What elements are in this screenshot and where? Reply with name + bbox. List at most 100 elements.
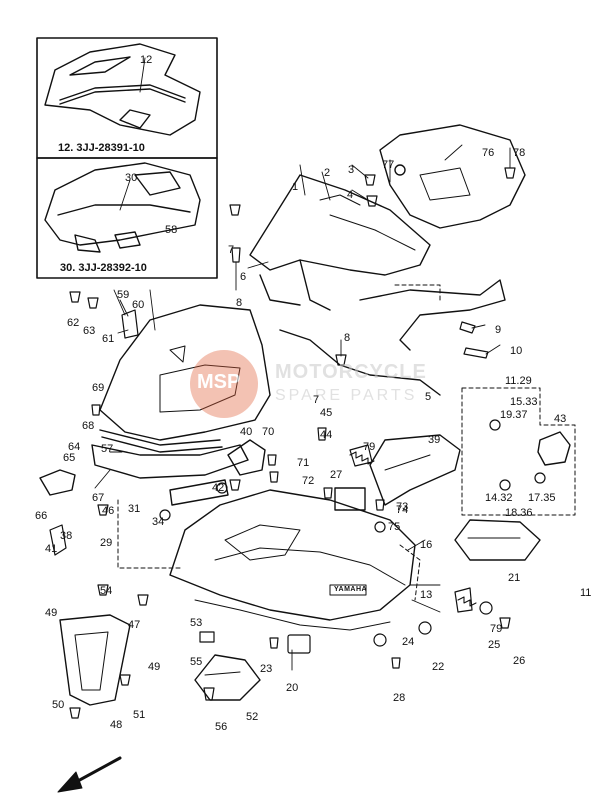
meter-cover xyxy=(379,124,526,229)
part-label-43: 43 xyxy=(554,413,567,425)
upper-cowling xyxy=(169,489,416,631)
part-label-53: 53 xyxy=(190,617,203,629)
part-label-6: 6 xyxy=(240,271,247,283)
part-label-42: 42 xyxy=(212,482,225,494)
part-label-70: 70 xyxy=(262,426,275,438)
part-label-72: 72 xyxy=(302,475,315,487)
part-label-11.29: 11.29 xyxy=(505,375,532,387)
part-label-29: 29 xyxy=(100,537,113,549)
screws xyxy=(69,167,516,719)
side-cowling xyxy=(59,614,131,706)
part-label-69: 69 xyxy=(92,382,105,394)
part-label-64: 64 xyxy=(68,441,81,453)
watermark-logo xyxy=(190,350,258,418)
part-label-52: 52 xyxy=(246,711,259,723)
part-label-78: 78 xyxy=(513,147,526,159)
inset-bottom-caption: 30. 3JJ-28392-10 xyxy=(60,262,147,274)
cowling-badge: YAMAHA xyxy=(334,586,368,593)
part-label-62: 62 xyxy=(67,317,80,329)
watermark-logo-text: MSP xyxy=(197,371,241,393)
part-label-59: 59 xyxy=(117,289,130,301)
part-label-57: 57 xyxy=(101,443,114,455)
part-label-65: 65 xyxy=(63,452,76,464)
part-label-56: 56 xyxy=(215,721,228,733)
part-label-23: 23 xyxy=(260,663,273,675)
part-label-51: 51 xyxy=(133,709,146,721)
part-label-34: 34 xyxy=(152,516,165,528)
dashed-detail xyxy=(117,284,576,601)
part-label-76: 76 xyxy=(482,147,495,159)
part-label-24: 24 xyxy=(402,636,415,648)
part-label-66: 66 xyxy=(35,510,48,522)
part-label-13: 13 xyxy=(420,589,433,601)
part-label-73: 73 xyxy=(396,501,409,513)
springs xyxy=(349,451,477,607)
small-parts xyxy=(49,309,546,654)
part-label-50: 50 xyxy=(52,699,65,711)
part-label-45: 45 xyxy=(320,407,333,419)
watermark: MSP MOTORCYCLE SPARE PARTS xyxy=(175,345,475,425)
part-label-25: 25 xyxy=(488,639,501,651)
reflector xyxy=(334,487,366,511)
part-label-7: 7 xyxy=(228,244,235,256)
part-label-71: 71 xyxy=(297,457,310,469)
part-label-55: 55 xyxy=(190,656,203,668)
inset-bottom xyxy=(36,157,218,279)
part-label-7: 7 xyxy=(313,394,320,406)
part-label-15.33: 15.33 xyxy=(510,396,538,408)
part-label-10: 10 xyxy=(510,345,523,357)
part-label-60: 60 xyxy=(132,299,145,311)
part-label-74: 74 xyxy=(396,504,409,516)
part-label-40: 40 xyxy=(240,426,253,438)
part-label-49: 49 xyxy=(45,607,58,619)
part-label-39: 39 xyxy=(428,434,441,446)
part-label-31: 31 xyxy=(128,503,141,515)
part-label-46: 46 xyxy=(102,505,115,517)
part-label-8: 8 xyxy=(344,332,351,344)
headlight-bracket xyxy=(249,174,506,396)
part-label-8: 8 xyxy=(236,297,243,309)
front-arrow xyxy=(57,756,122,793)
part-label-38: 38 xyxy=(60,530,73,542)
part-label-47: 47 xyxy=(128,619,141,631)
inset-top xyxy=(36,37,218,159)
part-label-3: 3 xyxy=(348,164,355,176)
part-label-75: 75 xyxy=(388,521,401,533)
windshield xyxy=(99,304,271,441)
inset-top-caption: 12. 3JJ-28391-10 xyxy=(58,142,145,154)
mirror-stay xyxy=(227,439,266,476)
part-label-26: 26 xyxy=(513,655,526,667)
part-label-9: 9 xyxy=(495,324,502,336)
part-label-68: 68 xyxy=(82,420,95,432)
part-label-4: 4 xyxy=(347,189,354,201)
part-label-41: 41 xyxy=(45,543,58,555)
part-label-18.36: 18.36 xyxy=(505,507,533,519)
screen-trim xyxy=(91,429,249,506)
part-label-28: 28 xyxy=(393,692,406,704)
part-label-58: 58 xyxy=(165,224,178,236)
watermark-line1: MOTORCYCLE xyxy=(275,361,427,383)
part-label-14.32: 14.32 xyxy=(485,492,513,504)
part-label-22: 22 xyxy=(432,661,445,673)
part-label-19.37: 19.37 xyxy=(500,409,528,421)
part-label-77: 77 xyxy=(382,159,395,171)
part-label-5: 5 xyxy=(425,391,432,403)
leader-lines xyxy=(94,57,511,671)
part-label-30: 30 xyxy=(125,172,138,184)
part-label-17.35: 17.35 xyxy=(528,492,556,504)
part-label-63: 63 xyxy=(83,325,96,337)
part-label-67: 67 xyxy=(92,492,105,504)
part-label-48: 48 xyxy=(110,719,123,731)
part-label-49: 49 xyxy=(148,661,161,673)
part-label-27: 27 xyxy=(330,469,343,481)
part-label-44: 44 xyxy=(320,429,333,441)
bracket-65 xyxy=(39,469,76,496)
part-label-11: 11 xyxy=(580,587,592,599)
part-label-12: 12 xyxy=(140,54,153,66)
part-label-21: 21 xyxy=(508,572,521,584)
part-label-16: 16 xyxy=(420,539,433,551)
part-label-20: 20 xyxy=(286,682,299,694)
duct-21 xyxy=(454,519,541,561)
